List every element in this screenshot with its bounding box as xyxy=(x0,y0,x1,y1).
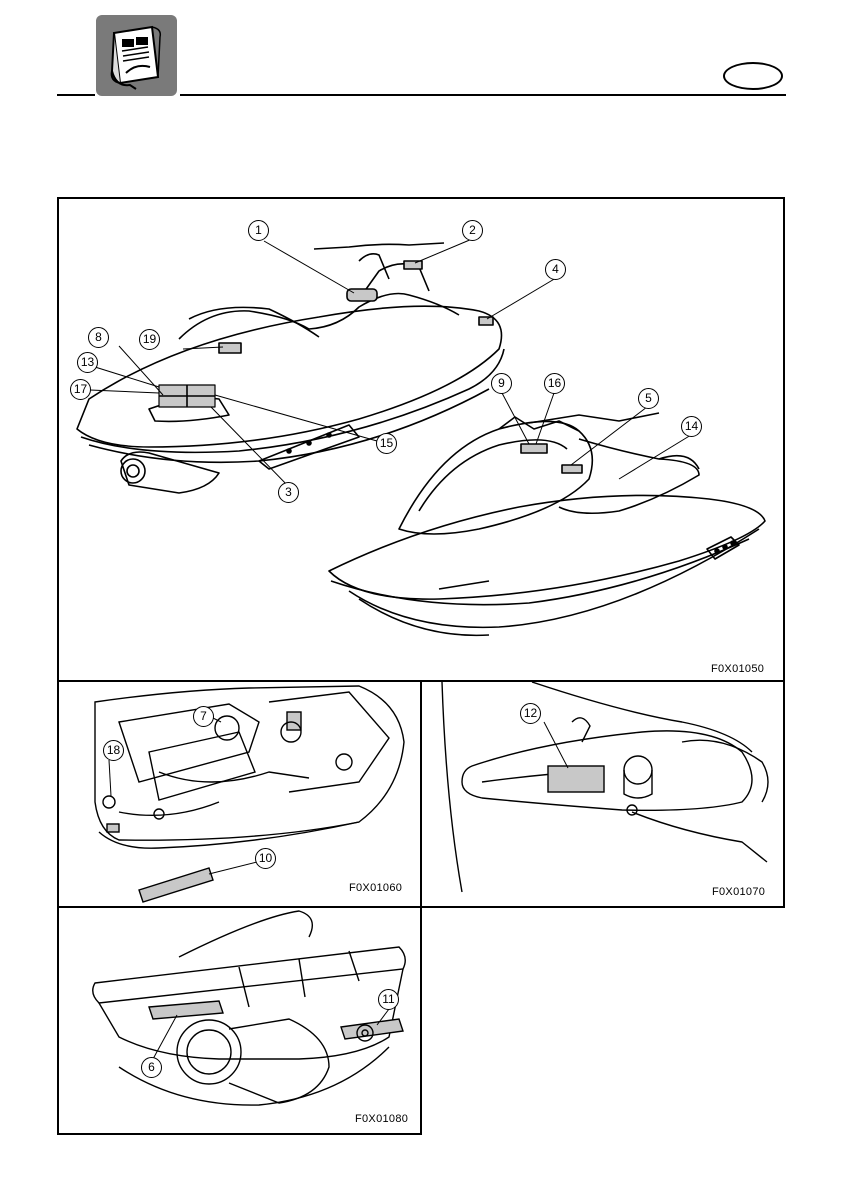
callout-8: 8 xyxy=(88,327,109,348)
callout-13: 13 xyxy=(77,352,98,373)
callout-1: 1 xyxy=(248,220,269,241)
callout-9: 9 xyxy=(491,373,512,394)
engine-compartment-panel: 7 18 10 F0X01060 xyxy=(59,682,420,907)
figure-code-storage: F0X01070 xyxy=(712,886,765,898)
callout-2: 2 xyxy=(462,220,483,241)
callout-11: 11 xyxy=(378,989,399,1010)
jet-pump-panel: 6 11 F0X01080 xyxy=(57,907,422,1135)
manual-book-icon xyxy=(96,15,177,96)
header-rule-right xyxy=(180,94,786,96)
jet-pump-illustration xyxy=(59,907,420,1131)
callout-5: 5 xyxy=(638,388,659,409)
callout-3: 3 xyxy=(278,482,299,503)
callout-12: 12 xyxy=(520,703,541,724)
callout-16: 16 xyxy=(544,373,565,394)
figure-code-main: F0X01050 xyxy=(711,663,764,675)
callout-17: 17 xyxy=(70,379,91,400)
engine-illustration xyxy=(59,682,420,907)
main-illustration-panel: F0X01050 1 2 4 8 19 13 17 15 3 9 16 5 14 xyxy=(59,199,783,679)
storage-illustration xyxy=(422,682,783,907)
figure-code-engine: F0X01060 xyxy=(349,882,402,894)
storage-compartment-panel: 12 F0X01070 xyxy=(422,682,783,907)
callout-15: 15 xyxy=(376,433,397,454)
callout-19: 19 xyxy=(139,329,160,350)
header-rule-left xyxy=(57,94,95,96)
callout-4: 4 xyxy=(545,259,566,280)
callout-18: 18 xyxy=(103,740,124,761)
figure-code-rear: F0X01080 xyxy=(355,1113,408,1125)
callout-14: 14 xyxy=(681,416,702,437)
callout-7: 7 xyxy=(193,706,214,727)
callout-6: 6 xyxy=(141,1057,162,1078)
watercraft-illustration xyxy=(59,199,783,679)
language-badge xyxy=(723,62,783,90)
callout-10: 10 xyxy=(255,848,276,869)
